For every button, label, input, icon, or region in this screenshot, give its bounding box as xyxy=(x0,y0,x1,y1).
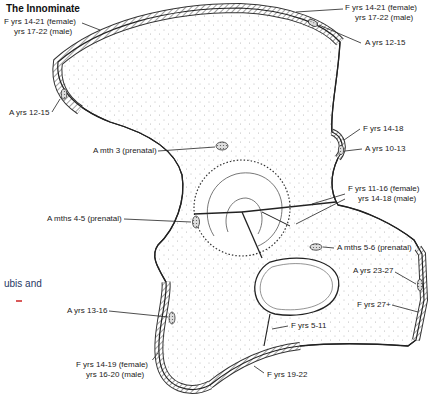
leader-line xyxy=(52,99,60,112)
figure-title: The Innominate xyxy=(6,3,80,15)
age-label: A yrs 10-13 xyxy=(364,144,406,154)
leader-line xyxy=(158,147,215,151)
ossification-centre xyxy=(307,18,318,27)
age-label: F yrs 19-22 xyxy=(266,370,308,380)
foramen-inner-line xyxy=(260,264,332,310)
age-label: A yrs 12-15 xyxy=(364,38,406,48)
leader-line xyxy=(345,149,362,151)
leader-line xyxy=(323,247,334,248)
ossification-centre xyxy=(417,279,422,291)
age-label: F yrs 11-16 (female) yrs 14-18 (male) xyxy=(348,184,425,204)
tuberosity-band-edge xyxy=(159,282,210,389)
ossification-centre xyxy=(216,142,228,150)
leader-line xyxy=(82,23,100,30)
ossification-centre xyxy=(310,244,322,250)
age-label: A mths 4-5 (prenatal) xyxy=(46,214,123,224)
age-label: A mth 3 (prenatal) xyxy=(92,146,158,156)
age-label: F yrs 5-11 xyxy=(290,321,327,331)
triradiate-line xyxy=(242,212,262,258)
obturator-foramen xyxy=(255,258,339,346)
ischiopubic-line xyxy=(264,314,270,346)
age-label: F yrs 14-19 (female) yrs 16-20 (male) xyxy=(76,360,153,380)
leader-line xyxy=(296,199,345,224)
leader-line xyxy=(392,305,418,312)
age-label: A yrs 23-27 xyxy=(352,266,394,276)
leader-line xyxy=(124,219,191,222)
leader-line xyxy=(109,311,168,317)
ossification-centre xyxy=(169,312,175,324)
age-label: A yrs 12-15 xyxy=(8,108,50,118)
leader-line xyxy=(395,272,416,284)
age-label: F yrs 14-21 (female) yrs 17-22 (male) xyxy=(345,3,422,23)
triradiate-line xyxy=(194,212,242,214)
slide-mark xyxy=(16,300,22,302)
ossification-centre xyxy=(61,89,67,99)
age-label: A mths 5-6 (prenatal) xyxy=(336,243,413,253)
leader-line xyxy=(272,326,288,329)
leader-line xyxy=(312,194,345,204)
foramen-outline xyxy=(255,258,339,315)
age-label: ubis and xyxy=(3,278,43,290)
triradiate-line xyxy=(262,212,290,226)
age-label: F yrs 14-21 (female) yrs 17-22 (male) xyxy=(4,17,81,37)
age-label: F yrs 14-18 xyxy=(362,124,404,134)
ossification-centres xyxy=(61,18,422,324)
epiphysis-bands xyxy=(57,8,424,389)
acetabulum xyxy=(194,160,336,258)
leader-line xyxy=(254,366,264,373)
crest-band xyxy=(57,8,340,110)
leader-line xyxy=(344,129,360,140)
age-label: F yrs 27+ xyxy=(356,300,392,310)
tuberosity-band xyxy=(159,282,210,389)
age-label: A yrs 13-16 xyxy=(66,306,108,316)
leader-line xyxy=(319,25,361,43)
ossification-centre xyxy=(193,216,200,228)
crest-band-edge xyxy=(57,8,340,110)
ossification-centre xyxy=(338,146,343,155)
leader-line xyxy=(296,9,343,12)
